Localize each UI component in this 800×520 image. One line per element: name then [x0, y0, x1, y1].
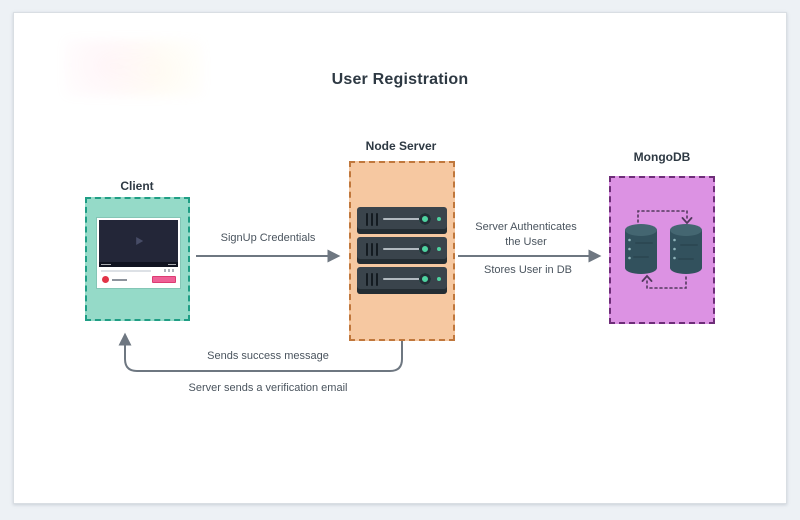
server-cable-line: [383, 248, 421, 250]
server-unit: [357, 267, 447, 294]
server-unit: [357, 207, 447, 234]
server-status-led: [437, 247, 441, 251]
video-title-placeholder: [101, 270, 151, 272]
channel-avatar: [102, 276, 109, 283]
like-icons: [164, 269, 174, 272]
server-cable-line: [383, 218, 421, 220]
watermark: [64, 39, 204, 97]
controls-right-marks: [168, 264, 176, 265]
video-controls-bar: [99, 262, 178, 267]
sync-arrows-icon: [637, 210, 693, 289]
controls-left-marks: [101, 264, 111, 265]
database-sync-icon: [625, 210, 702, 289]
server-status-led: [437, 217, 441, 221]
server-vents: [366, 213, 378, 226]
server-cable-line: [383, 278, 421, 280]
store-flow-label: Stores User in DB: [483, 264, 573, 276]
client-label: Client: [120, 179, 154, 193]
server-status-led: [437, 277, 441, 281]
mongodb-label: MongoDB: [633, 150, 691, 164]
video-player-icon: [97, 218, 180, 288]
database-cylinder-right: [670, 224, 702, 274]
server-power-knob: [419, 273, 431, 285]
node-server-label: Node Server: [365, 139, 437, 153]
play-icon: [135, 237, 143, 245]
page-title: User Registration: [331, 71, 469, 88]
subscribe-button: [152, 276, 176, 283]
server-unit: [357, 237, 447, 264]
server-vents: [366, 273, 378, 286]
signup-flow-label: SignUp Credentials: [220, 232, 316, 244]
channel-row: [101, 276, 176, 284]
server-power-knob: [419, 243, 431, 255]
verification-flow-label: Server sends a verification email: [188, 382, 348, 394]
database-cylinder-left: [625, 224, 657, 274]
server-vents: [366, 243, 378, 256]
video-info-area: [99, 267, 178, 287]
video-screen: [99, 220, 178, 262]
server-power-knob: [419, 213, 431, 225]
success-flow-label: Sends success message: [207, 350, 329, 362]
channel-name-placeholder: [112, 279, 127, 281]
authenticate-flow-label: Server Authenticates the User: [475, 221, 577, 248]
server-rack-icon: [357, 207, 447, 294]
